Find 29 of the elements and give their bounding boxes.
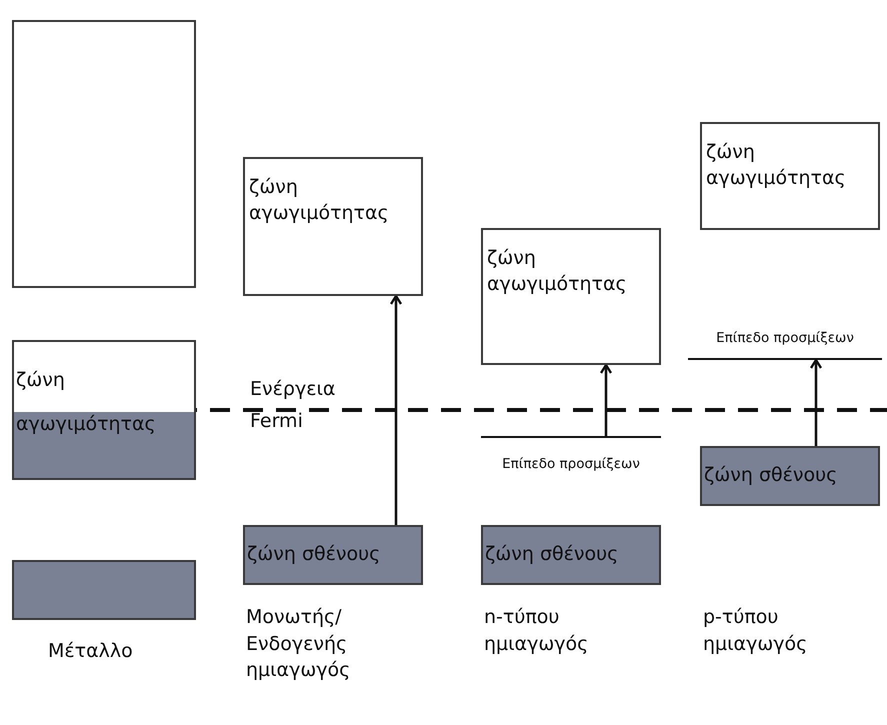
band-label: ζώνη σθένους — [247, 542, 382, 568]
band-label: ζώνη αγωγιμότητας — [16, 368, 157, 437]
conduction-band — [700, 122, 880, 230]
column-caption: n-τύπου ημιαγωγός — [484, 605, 590, 657]
partially-filled-band — [12, 340, 196, 480]
band-label: ζώνη σθένους — [704, 463, 838, 488]
column-caption: Μονωτής/ Ενδογενής ημιαγωγός — [246, 605, 352, 684]
conduction-band — [243, 157, 423, 296]
impurity-level — [481, 436, 661, 472]
filled-band — [12, 560, 196, 620]
valence-band — [700, 446, 880, 506]
column-caption: Μέταλλο — [48, 639, 134, 664]
band-label: ζώνη αγωγιμότητας — [249, 175, 390, 226]
fermi-label: Ενέργεια — [250, 377, 336, 402]
empty-band — [12, 20, 196, 288]
conduction-band — [481, 228, 661, 365]
fermi-label: Fermi — [250, 409, 303, 434]
band-label: ζώνη αγωγιμότητας — [487, 246, 628, 297]
arrow — [390, 294, 402, 525]
valence-band — [243, 525, 423, 585]
column-caption: p-τύπου ημιαγωγός — [703, 605, 808, 657]
level-label: Επίπεδο προσμίξεων — [502, 456, 640, 472]
level-label: Επίπεδο προσμίξεων — [716, 330, 854, 346]
impurity-level — [688, 330, 882, 360]
arrow — [810, 358, 822, 446]
valence-band — [481, 525, 661, 585]
band-label: ζώνη σθένους — [485, 542, 620, 568]
band-label: ζώνη αγωγιμότητας — [706, 140, 847, 191]
arrow — [600, 364, 612, 436]
